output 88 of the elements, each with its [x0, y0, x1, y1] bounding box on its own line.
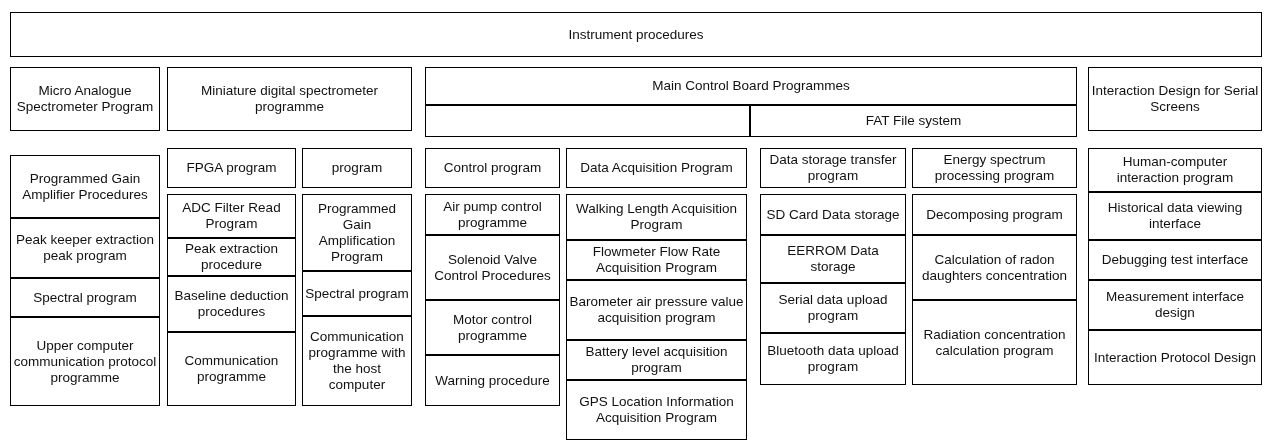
box-text: Main Control Board Programmes	[652, 78, 850, 94]
program-box	[566, 380, 747, 440]
program-box	[1088, 192, 1262, 240]
box-text: Data storage transfer program	[768, 152, 898, 184]
program-box	[302, 194, 412, 271]
program-box	[167, 194, 296, 238]
program-box	[760, 283, 906, 333]
box-text: ADC Filter Read Program	[181, 200, 282, 232]
program-box	[760, 333, 906, 385]
program-box	[1088, 330, 1262, 385]
box-text: Calculation of radon daughters concentration	[921, 251, 1068, 284]
program-box	[302, 316, 412, 406]
program-box	[912, 148, 1077, 188]
program-box	[760, 194, 906, 235]
program-box	[167, 148, 296, 188]
box-text: Energy spectrum processing program	[933, 152, 1056, 184]
box-text: Air pump control programme	[442, 198, 543, 231]
box-text: Miniature digital spectrometer programme	[199, 83, 380, 115]
program-box	[566, 340, 747, 380]
program-box	[167, 276, 296, 332]
box-text: Flowmeter Flow Rate Acquisition Program	[591, 244, 722, 276]
box-text: Measurement interface design	[1104, 289, 1246, 321]
box-text: Warning procedure	[435, 372, 550, 389]
box-text: SD Card Data storage	[766, 206, 900, 223]
box-text: Baseline deduction procedures	[173, 288, 290, 320]
program-box	[10, 278, 160, 317]
program-box	[566, 148, 747, 188]
program-box	[1088, 240, 1262, 280]
box-text: Bluetooth data upload program	[766, 343, 900, 375]
box-text: Motor control programme	[452, 311, 533, 344]
box-text: Programmed Gain Amplification Program	[317, 200, 397, 265]
box-text: Serial data upload program	[777, 292, 889, 324]
program-box	[1088, 280, 1262, 330]
program-box	[167, 238, 296, 276]
box-text: FPGA program	[186, 160, 277, 176]
box-text: Solenoid Valve Control Procedures	[433, 251, 552, 284]
box-text: EERROM Data storage	[786, 243, 880, 275]
program-box	[912, 235, 1077, 300]
program-box	[425, 148, 560, 188]
program-box	[302, 148, 412, 188]
box-text: Programmed Gain Amplifier Procedures	[21, 170, 149, 203]
box-text: Data Acquisition Program	[580, 160, 733, 176]
box-text: Spectral program	[305, 285, 409, 302]
program-box	[1088, 67, 1262, 131]
program-box	[10, 67, 160, 131]
program-box	[912, 300, 1077, 385]
program-box	[1088, 148, 1262, 192]
box-text: Communication programme with the host computer	[307, 329, 407, 393]
program-box	[750, 105, 1077, 137]
box-text: Upper computer communication protocol programme	[13, 337, 157, 386]
box-text: Decomposing program	[926, 206, 1063, 223]
program-box	[566, 194, 747, 240]
box-text: Interaction Design for Serial Screens	[1091, 83, 1259, 115]
box-text: Interaction Protocol Design	[1093, 349, 1257, 366]
box-text: Battery level acquisition program	[584, 344, 729, 376]
program-box	[302, 271, 412, 316]
box-text: Human-computer interaction program	[1115, 154, 1235, 186]
box-text: program	[331, 160, 383, 176]
box-text: Peak extraction procedure	[183, 241, 280, 273]
box-text: Instrument procedures	[568, 26, 704, 43]
box-text: Debugging test interface	[1101, 252, 1249, 268]
program-box	[10, 155, 160, 218]
program-box	[425, 194, 560, 235]
program-box	[425, 235, 560, 300]
program-box	[566, 240, 747, 280]
box-text: Radiation concentration calculation program	[922, 326, 1067, 359]
box-text: Spectral program	[33, 289, 137, 306]
program-box	[10, 317, 160, 406]
program-box	[167, 332, 296, 406]
program-box	[760, 148, 906, 188]
box-text: Peak keeper extraction peak program	[14, 232, 156, 264]
program-box	[425, 300, 560, 355]
program-box	[10, 218, 160, 278]
box-text: Barometer air pressure value acquisition program	[569, 294, 744, 326]
box-text: Communication programme	[183, 353, 280, 385]
program-box	[912, 194, 1077, 235]
box-text: Walking Length Acquisition Program	[575, 201, 738, 233]
program-box	[425, 67, 1077, 105]
program-box	[425, 355, 560, 406]
program-box	[760, 235, 906, 283]
program-box	[566, 280, 747, 340]
box-text: FAT File system	[865, 113, 962, 129]
program-box	[10, 12, 1262, 57]
box-text: Control program	[443, 160, 542, 176]
box-text: Micro Analogue Spectrometer Program	[15, 83, 155, 115]
program-box	[167, 67, 412, 131]
box-text: Historical data viewing interface	[1106, 200, 1244, 232]
box-text: GPS Location Information Acquisition Program	[578, 394, 735, 426]
